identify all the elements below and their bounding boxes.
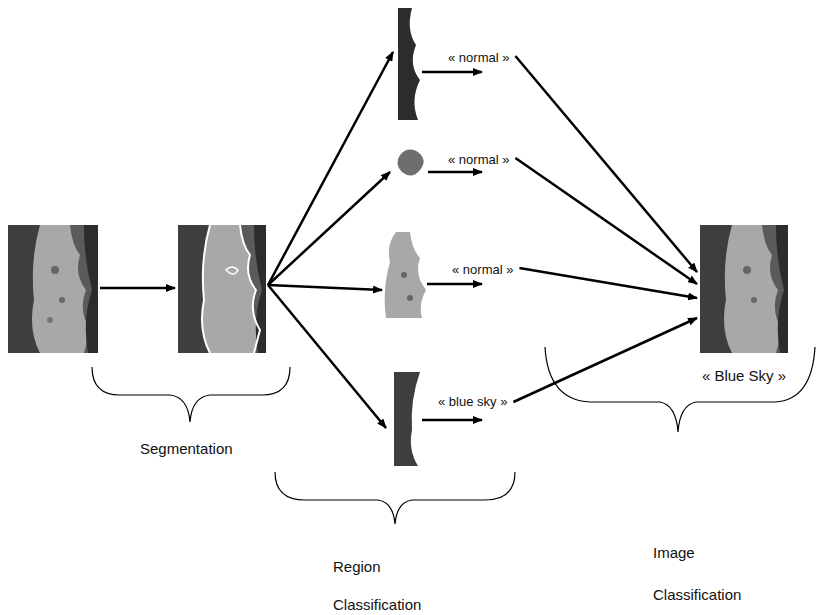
class-label: « blue sky » <box>436 392 509 410</box>
class-text: « normal » <box>450 262 515 277</box>
flow-arrows <box>100 52 482 428</box>
class-text: « normal » <box>446 152 511 167</box>
segmented-image <box>178 225 266 353</box>
result-image <box>700 225 788 353</box>
stage-label: Region Classification <box>331 548 445 615</box>
flow-arrow <box>519 268 697 298</box>
flow-arrow <box>515 56 697 272</box>
flow-arrow <box>515 158 697 284</box>
class-text: « normal » <box>446 50 511 65</box>
input-image <box>8 225 98 353</box>
class-label: « normal » <box>446 150 511 168</box>
flow-arrow <box>513 318 697 402</box>
class-label: « normal » <box>450 260 515 278</box>
stage-label: Segmentation <box>138 440 252 458</box>
class-label: « normal » <box>446 48 511 66</box>
image-area <box>700 225 788 353</box>
image-caption: « Blue Sky » <box>700 367 788 384</box>
brace <box>92 347 815 524</box>
image-result: « Blue Sky » <box>700 225 788 384</box>
class-text: « blue sky » <box>436 394 509 409</box>
stage-label: Image Classification <box>651 532 785 615</box>
region-images <box>385 8 426 466</box>
